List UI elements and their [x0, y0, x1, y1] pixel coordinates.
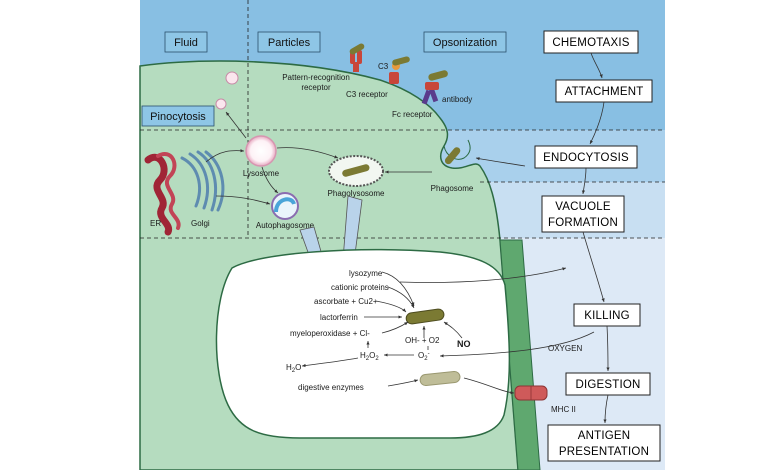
text-h2o2: H2O2 [360, 351, 379, 362]
arrow-myeloperoxidase [381, 321, 409, 334]
label-phagosome: Phagosome [431, 184, 474, 193]
arrow-cationic [387, 286, 415, 309]
phagosome-bacterium-icon [444, 147, 461, 165]
text-lactoferrin: lactorferrin [320, 313, 358, 322]
label-golgi: Golgi [191, 219, 210, 228]
label-c3-receptor: C3 receptor [346, 90, 388, 99]
arrow-endocytosis-to-vacuole [581, 167, 587, 195]
step-vacuole-label-2: FORMATION [548, 217, 618, 229]
step-attachment-label: ATTACHMENT [565, 86, 644, 98]
tag-particles-label: Particles [268, 37, 311, 49]
arrow-golgi-to-lysosome [205, 149, 245, 163]
step-killing-label: KILLING [584, 310, 630, 322]
text-oh-o2: OH- + O2 [405, 336, 440, 345]
arrow-lysozyme [381, 271, 415, 307]
tag-pinocytosis: Pinocytosis [141, 105, 215, 127]
arrow-digestive [387, 379, 419, 387]
mhc-ii-icon [514, 385, 548, 401]
label-fc-receptor: Fc receptor [392, 110, 433, 119]
tag-opsonization-label: Opsonization [433, 37, 497, 49]
arrow-digestion-to-antigen [603, 394, 609, 424]
step-vacuole-label-1: VACUOLE [555, 201, 611, 213]
arrow-golgi-to-autophagosome [215, 195, 271, 205]
phagocytic-cup [443, 139, 471, 160]
label-antibody: antibody [442, 95, 472, 104]
text-ascorbate: ascorbate + Cu2+ [314, 297, 378, 306]
autophagosome-icon [271, 192, 299, 220]
tag-fluid-label: Fluid [174, 37, 198, 49]
label-lysosome: Lysosome [243, 169, 280, 178]
step-digestion-label: DIGESTION [575, 379, 640, 391]
label-phagolysosome: Phagolysosome [328, 189, 385, 198]
arrow-ascorbate [375, 300, 407, 313]
tag-pinocytosis-label: Pinocytosis [150, 111, 206, 123]
tag-particles: Particles [257, 31, 321, 53]
vacuole [215, 248, 511, 439]
arrow-attachment-to-endocytosis [589, 101, 605, 145]
step-endocytosis-label: ENDOCYTOSIS [543, 152, 629, 164]
er-icon [144, 152, 181, 236]
step-antigen-presentation: ANTIGEN PRESENTATION [547, 424, 661, 462]
step-antigen-label-1: ANTIGEN [578, 430, 631, 442]
label-pattern-receptor-1: Pattern-recognition [282, 73, 350, 82]
text-no: NO [457, 339, 471, 349]
arrow-to-vacuole-formation [399, 267, 567, 283]
step-antigen-label-2: PRESENTATION [559, 446, 649, 458]
phagolysosome-icon [328, 155, 384, 187]
step-vacuole-formation: VACUOLE FORMATION [541, 195, 625, 233]
text-myeloperoxidase: myeloperoxidase + Cl- [290, 329, 370, 338]
label-autophagosome: Autophagosome [256, 221, 315, 230]
text-cationic-proteins: cationic proteins [331, 283, 389, 292]
step-endocytosis: ENDOCYTOSIS [534, 145, 638, 169]
tag-fluid: Fluid [164, 31, 208, 53]
arrow-endocytosis-to-phagosome [475, 157, 526, 167]
text-h2o: H2O [286, 363, 301, 374]
arrow-killing-to-digestion [606, 325, 610, 372]
tag-opsonization: Opsonization [423, 31, 507, 53]
arrow-no [443, 321, 463, 339]
digested-bacterium-icon [419, 370, 461, 387]
arrow-oxygen [439, 331, 595, 358]
pinocytosis-arrow [225, 111, 247, 139]
arrow-vacuole-to-killing [582, 231, 605, 303]
text-lysozyme: lysozyme [349, 269, 383, 278]
pinocytic-vesicle-inner [215, 98, 227, 110]
arrow-digestion-to-mhc [463, 377, 515, 395]
text-digestive-enzymes: digestive enzymes [298, 383, 364, 392]
lysosome-icon [245, 135, 277, 167]
label-pattern-receptor-2: receptor [301, 83, 331, 92]
fc-receptor-icon [421, 70, 448, 105]
arrow-lysosome-to-autophagosome [261, 166, 279, 194]
arrow-h2o2-to-h2o [301, 357, 359, 368]
pattern-recognition-receptor-icon [349, 43, 365, 72]
c3-receptor-icon [389, 56, 410, 84]
arrow-lysosome-to-phagolysosome [276, 147, 339, 159]
step-attachment: ATTACHMENT [555, 79, 653, 103]
label-mhc-ii: MHC II [551, 405, 576, 414]
step-chemotaxis: CHEMOTAXIS [543, 30, 639, 54]
arrow-chemotaxis-to-attachment [590, 52, 603, 79]
golgi-icon [180, 150, 225, 212]
pinocytic-vesicle-outer [225, 71, 239, 85]
label-oxygen: OXYGEN [548, 344, 582, 353]
label-c3: C3 [378, 62, 389, 71]
step-digestion: DIGESTION [565, 372, 651, 396]
step-killing: KILLING [573, 303, 641, 327]
step-chemotaxis-label: CHEMOTAXIS [552, 37, 629, 49]
text-superoxide: O2- [418, 351, 430, 362]
vacuole-bacterium-icon [405, 308, 445, 325]
label-er: ER [150, 219, 161, 228]
